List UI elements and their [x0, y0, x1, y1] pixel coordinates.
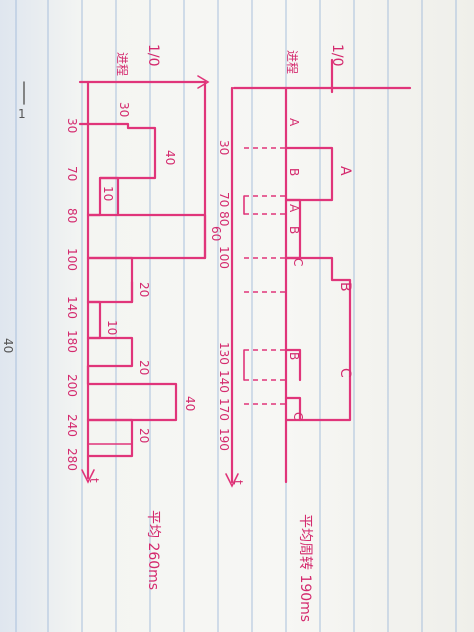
- top-time-140: 140: [217, 370, 231, 393]
- bottom-time-280: 280: [65, 448, 79, 471]
- top-time-130: 130: [217, 342, 231, 365]
- top-seg-a2: A: [287, 204, 301, 213]
- top-time-170: 170: [217, 398, 231, 421]
- bottom-duration-60: 60: [209, 226, 223, 242]
- bottom-time-80: 80: [65, 208, 79, 224]
- top-time-30: 30: [217, 140, 231, 156]
- bottom-duration-20b: 20: [137, 360, 151, 376]
- top-seg-a1: A: [287, 118, 301, 127]
- top-seg-c1: C: [291, 258, 305, 267]
- top-axis-end: t: [231, 480, 245, 485]
- top-bar-label-b: B: [337, 282, 353, 292]
- top-time-100: 100: [217, 246, 231, 269]
- top-seg-b3: B: [287, 352, 301, 361]
- bottom-time-100: 100: [65, 248, 79, 271]
- bottom-time-200: 200: [65, 374, 79, 397]
- bottom-time-140: 140: [65, 296, 79, 319]
- top-time-190: 190: [217, 428, 231, 451]
- bottom-duration-30: 30: [117, 102, 131, 118]
- bottom-axis-end: t: [87, 478, 101, 483]
- top-note: 平均周转 190ms: [297, 514, 313, 623]
- bottom-duration-10: 10: [101, 186, 115, 202]
- bottom-time-30: 30: [65, 118, 79, 134]
- top-seg-c2: C: [291, 412, 305, 421]
- bottom-duration-20c: 20: [137, 428, 151, 444]
- margin-mark-1: 1: [18, 107, 26, 121]
- bottom-diagram-lines: [78, 75, 210, 484]
- bottom-duration-10b: 10: [105, 320, 119, 336]
- top-bar-label-a: A: [337, 166, 353, 176]
- bottom-time-header: 1/0: [145, 44, 161, 67]
- top-seg-b2: B: [287, 226, 301, 235]
- margin-mark-40: 40: [1, 338, 15, 354]
- notebook-rules: [15, 0, 457, 632]
- top-bar-label-c: C: [337, 368, 353, 378]
- bottom-duration-40: 40: [163, 150, 177, 166]
- bottom-process-header: 进程: [115, 52, 129, 77]
- bottom-time-180: 180: [65, 330, 79, 353]
- top-time-header: 1/0: [329, 44, 345, 67]
- bottom-note: 平均 260ms: [145, 510, 161, 591]
- top-seg-b1: B: [287, 168, 301, 177]
- top-process-header: 进程: [285, 50, 299, 75]
- top-time-70-80: 70 80: [217, 192, 231, 227]
- top-diagram-lines: [225, 58, 412, 488]
- bottom-duration-20a: 20: [137, 282, 151, 298]
- bottom-time-240: 240: [65, 414, 79, 437]
- bottom-time-70: 70: [65, 166, 79, 182]
- bottom-duration-40b: 40: [183, 396, 197, 412]
